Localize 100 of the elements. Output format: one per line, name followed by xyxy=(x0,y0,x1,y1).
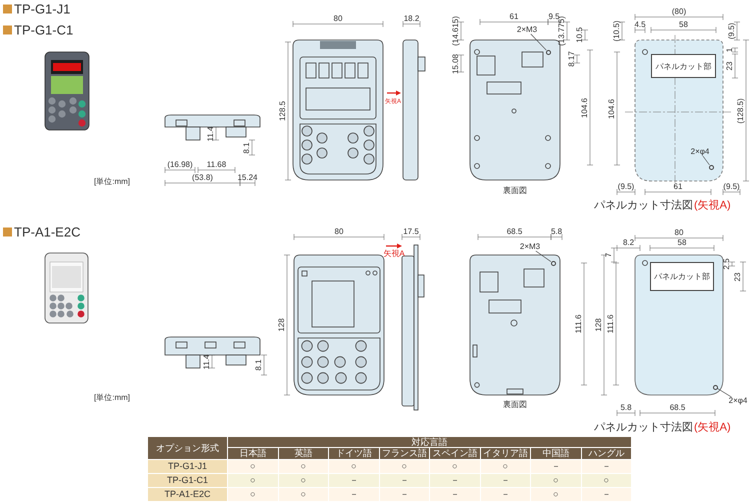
table-cell: ○ xyxy=(228,488,278,502)
leader-line xyxy=(536,250,552,262)
table-cell: － xyxy=(430,488,480,502)
table-cell: ○ xyxy=(278,460,329,474)
dimension-value: 7 xyxy=(604,252,612,258)
dimension-value: 8.1 xyxy=(254,359,262,371)
dimension-value: 4.5 xyxy=(634,20,646,28)
dimension-value: 58 xyxy=(678,238,686,246)
table-cell: ○ xyxy=(531,474,582,488)
view-label: (矢視A) xyxy=(694,422,731,434)
leader-line xyxy=(530,34,547,50)
table-cell: － xyxy=(430,474,480,488)
row-header-cell: TP-A1-E2C xyxy=(148,488,228,502)
dimension-value: 2.5 xyxy=(722,258,730,270)
table-cell: ○ xyxy=(329,460,380,474)
mounting-hole xyxy=(546,50,550,54)
dimension-value: (9.5) xyxy=(728,22,736,40)
view-label: (矢視A) xyxy=(694,200,731,212)
dimension-value: 111.6 xyxy=(606,314,614,334)
dimension-value: (9.5) xyxy=(618,182,634,190)
table-cell: － xyxy=(480,474,531,488)
unit-note: [単位:mm] xyxy=(94,178,130,186)
dimension-value: 9.5 xyxy=(548,12,560,20)
dimension-value: 80 xyxy=(674,228,684,236)
dimension-value: 104.6 xyxy=(608,98,616,119)
dimension-value: 61 xyxy=(674,182,682,190)
dimension-value: 5.8 xyxy=(550,228,562,236)
header-cell: 日本語 xyxy=(228,448,278,460)
header-cell: イタリア語 xyxy=(480,448,531,460)
header-cell: フランス語 xyxy=(380,448,430,460)
dimension-value: 11.4 xyxy=(202,354,210,369)
table-cell: ○ xyxy=(531,488,582,502)
callout-text: 2×M3 xyxy=(520,243,540,251)
view-caption: パネルカット寸法図 xyxy=(594,200,693,212)
dimension-value: 10.5 xyxy=(576,27,584,43)
header-cell: 英語 xyxy=(278,448,329,460)
table-cell: － xyxy=(329,488,380,502)
view-label: 矢視A xyxy=(383,250,405,258)
table-cell: － xyxy=(380,474,430,488)
dimension-value: 80 xyxy=(334,228,344,236)
callout-text: 2×φ4 xyxy=(728,397,748,405)
dimension-value: (10.5) xyxy=(612,20,620,42)
leader-line xyxy=(702,156,710,166)
model-heading: TP-A1-E2C xyxy=(14,226,80,238)
unit-note: [単位:mm] xyxy=(94,394,130,402)
dimension-value: (53.8) xyxy=(192,174,213,182)
table-cell: － xyxy=(329,474,380,488)
leader-line xyxy=(716,388,732,398)
dimension-value: 104.6 xyxy=(580,97,588,118)
model-heading: TP-G1-C1 xyxy=(14,24,74,36)
dimension-value: 68.5 xyxy=(506,228,522,236)
dimension-value: 128.5 xyxy=(278,100,286,122)
header-cell: ハングル xyxy=(582,448,632,460)
dimension-value: 8.2 xyxy=(622,238,634,246)
view-caption: 裏面図 xyxy=(503,401,527,409)
header-cell: 対応言語 xyxy=(228,437,632,448)
dimension-value: 8.1 xyxy=(242,142,250,154)
dimension-value: 1 xyxy=(726,48,734,52)
header-cell: オプション形式 xyxy=(148,437,228,460)
dimension-value: 15.24 xyxy=(237,174,258,182)
cutout-box: パネルカット部 xyxy=(650,262,714,291)
callout-text: 2×M3 xyxy=(516,26,538,34)
table-cell: ○ xyxy=(582,474,632,488)
dimension-value: 61 xyxy=(510,12,518,20)
header-cell: スペイン語 xyxy=(430,448,480,460)
table-cell: ○ xyxy=(278,474,329,488)
dimension-value: 18.2 xyxy=(404,14,420,22)
table-cell: － xyxy=(582,488,632,502)
dimension-value: 128 xyxy=(278,318,286,332)
dimension-value: 23 xyxy=(726,62,734,70)
table-cell: ○ xyxy=(380,460,430,474)
dimension-value: (80) xyxy=(672,8,686,16)
dimension-value: 11.68 xyxy=(206,160,226,168)
dimension-value: (16.98) xyxy=(167,160,193,168)
table-cell: ○ xyxy=(480,460,531,474)
table-cell: ○ xyxy=(430,460,480,474)
table-cell: － xyxy=(582,460,632,474)
dimension-value: 23 xyxy=(734,272,742,281)
dimension-value: 58 xyxy=(679,20,688,28)
dimension-value: 80 xyxy=(334,14,342,22)
dimension-value: 111.6 xyxy=(574,314,582,334)
table-cell: ○ xyxy=(278,488,329,502)
header-cell: ドイツ語 xyxy=(329,448,380,460)
table-cell: － xyxy=(480,488,531,502)
table-cell: ○ xyxy=(228,474,278,488)
callout-text: 2×φ4 xyxy=(690,148,710,156)
mounting-hole xyxy=(708,164,714,170)
table-cell: ○ xyxy=(228,460,278,474)
mounting-hole xyxy=(712,384,718,390)
dimension-value: 17.5 xyxy=(403,228,419,236)
dimension-value: (128.5) xyxy=(736,98,744,124)
header-cell: 中国語 xyxy=(531,448,582,460)
model-heading: TP-G1-J1 xyxy=(14,2,70,16)
dimension-value: 15.08 xyxy=(452,53,460,74)
row-header-cell: TP-G1-C1 xyxy=(148,474,228,488)
table-cell: － xyxy=(380,488,430,502)
view-caption: パネルカット寸法図 xyxy=(594,422,693,434)
view-caption: 裏面図 xyxy=(503,187,527,195)
table-cell: － xyxy=(531,460,582,474)
dimension-value: 5.8 xyxy=(620,404,632,412)
